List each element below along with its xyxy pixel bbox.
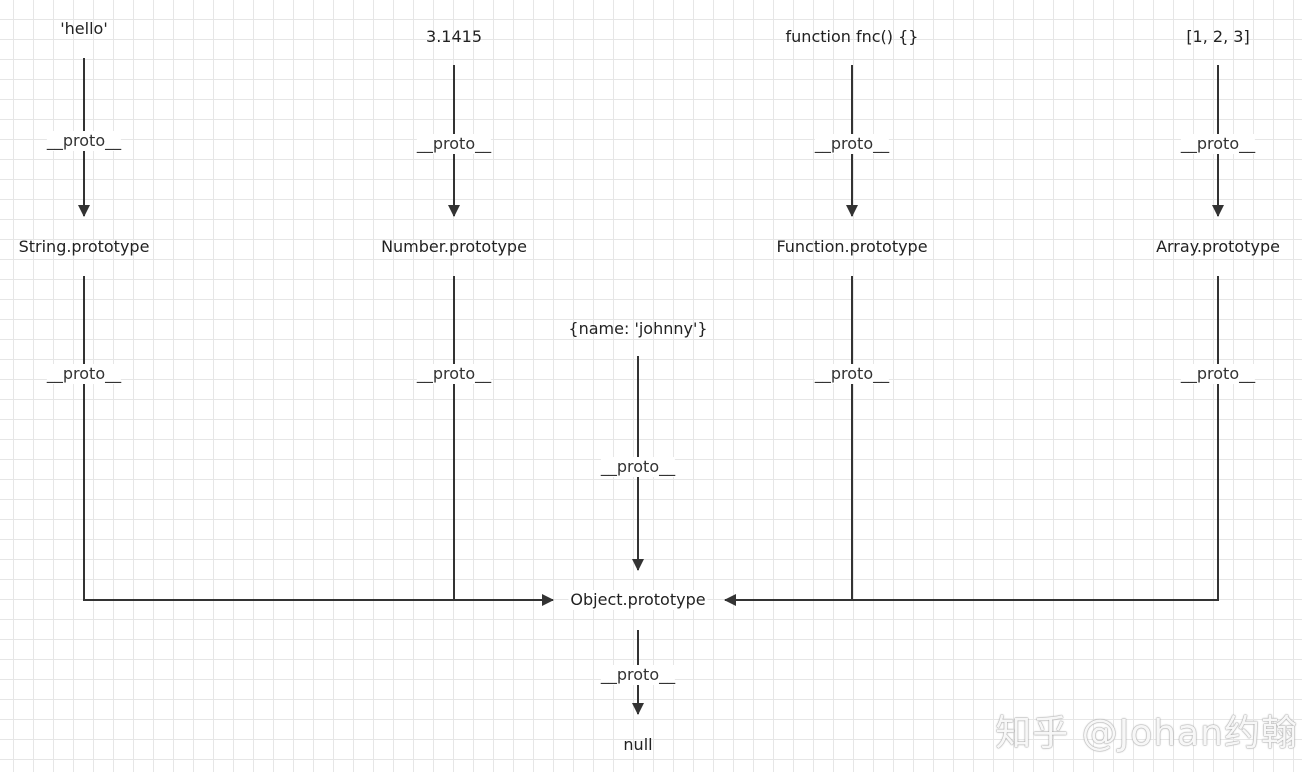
edge-label-fnc-proto: __proto__ (814, 134, 890, 154)
edge-label-array-prototype-proto: __proto__ (1180, 364, 1256, 384)
node-null: null (623, 735, 653, 754)
node-array-prototype: Array.prototype (1156, 237, 1280, 256)
watermark: 知乎 @Johan约翰 (995, 713, 1298, 754)
edge-label-pi-proto: __proto__ (416, 134, 492, 154)
edge-label-string-prototype-proto: __proto__ (46, 364, 122, 384)
node-hello: 'hello' (60, 19, 108, 38)
node-number-prototype: Number.prototype (381, 237, 527, 256)
edge-string-prototype-to-object-prototype (83, 276, 554, 606)
edge-label-obj-literal-proto: __proto__ (600, 457, 676, 477)
edge-array-prototype-to-object-prototype (724, 276, 1219, 606)
edge-label-array-proto: __proto__ (1180, 134, 1256, 154)
node-object-prototype: Object.prototype (568, 590, 708, 610)
edge-label-object-prototype-proto: __proto__ (600, 665, 676, 685)
node-function-prototype: Function.prototype (776, 237, 928, 256)
edge-label-function-prototype-proto: __proto__ (814, 364, 890, 384)
node-obj-literal: {name: 'johnny'} (568, 319, 708, 338)
node-array: [1, 2, 3] (1186, 27, 1250, 46)
node-string-prototype: String.prototype (18, 237, 150, 256)
node-fnc: function fnc() {} (785, 27, 919, 46)
node-pi: 3.1415 (426, 27, 482, 46)
edge-label-number-prototype-proto: __proto__ (416, 364, 492, 384)
edge-label-hello-proto: __proto__ (46, 131, 122, 151)
